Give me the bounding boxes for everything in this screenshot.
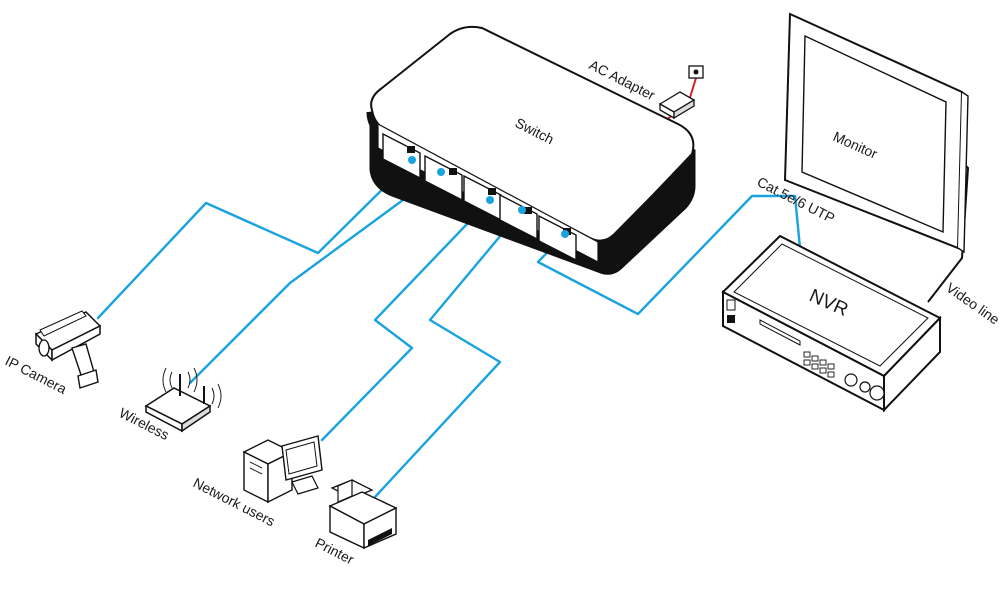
network-cables bbox=[96, 158, 802, 499]
nvr-icon: NVR bbox=[721, 234, 942, 413]
monitor-icon: Monitor bbox=[783, 12, 969, 254]
cable-nvr bbox=[536, 194, 802, 316]
cable-ip-camera bbox=[96, 158, 414, 320]
cable-wireless bbox=[188, 170, 443, 385]
video-line-label: Video line bbox=[943, 279, 1003, 327]
computer-icon bbox=[242, 435, 323, 504]
ip-camera-icon bbox=[34, 310, 102, 389]
printer-icon bbox=[328, 479, 398, 550]
switch-icon: Switch bbox=[366, 25, 696, 275]
wireless-router-icon bbox=[144, 367, 222, 433]
ac-adapter-icon bbox=[658, 65, 704, 120]
ip-camera-label: IP Camera bbox=[3, 352, 70, 397]
cable-printer bbox=[373, 208, 524, 499]
cable-network-users bbox=[320, 198, 492, 442]
